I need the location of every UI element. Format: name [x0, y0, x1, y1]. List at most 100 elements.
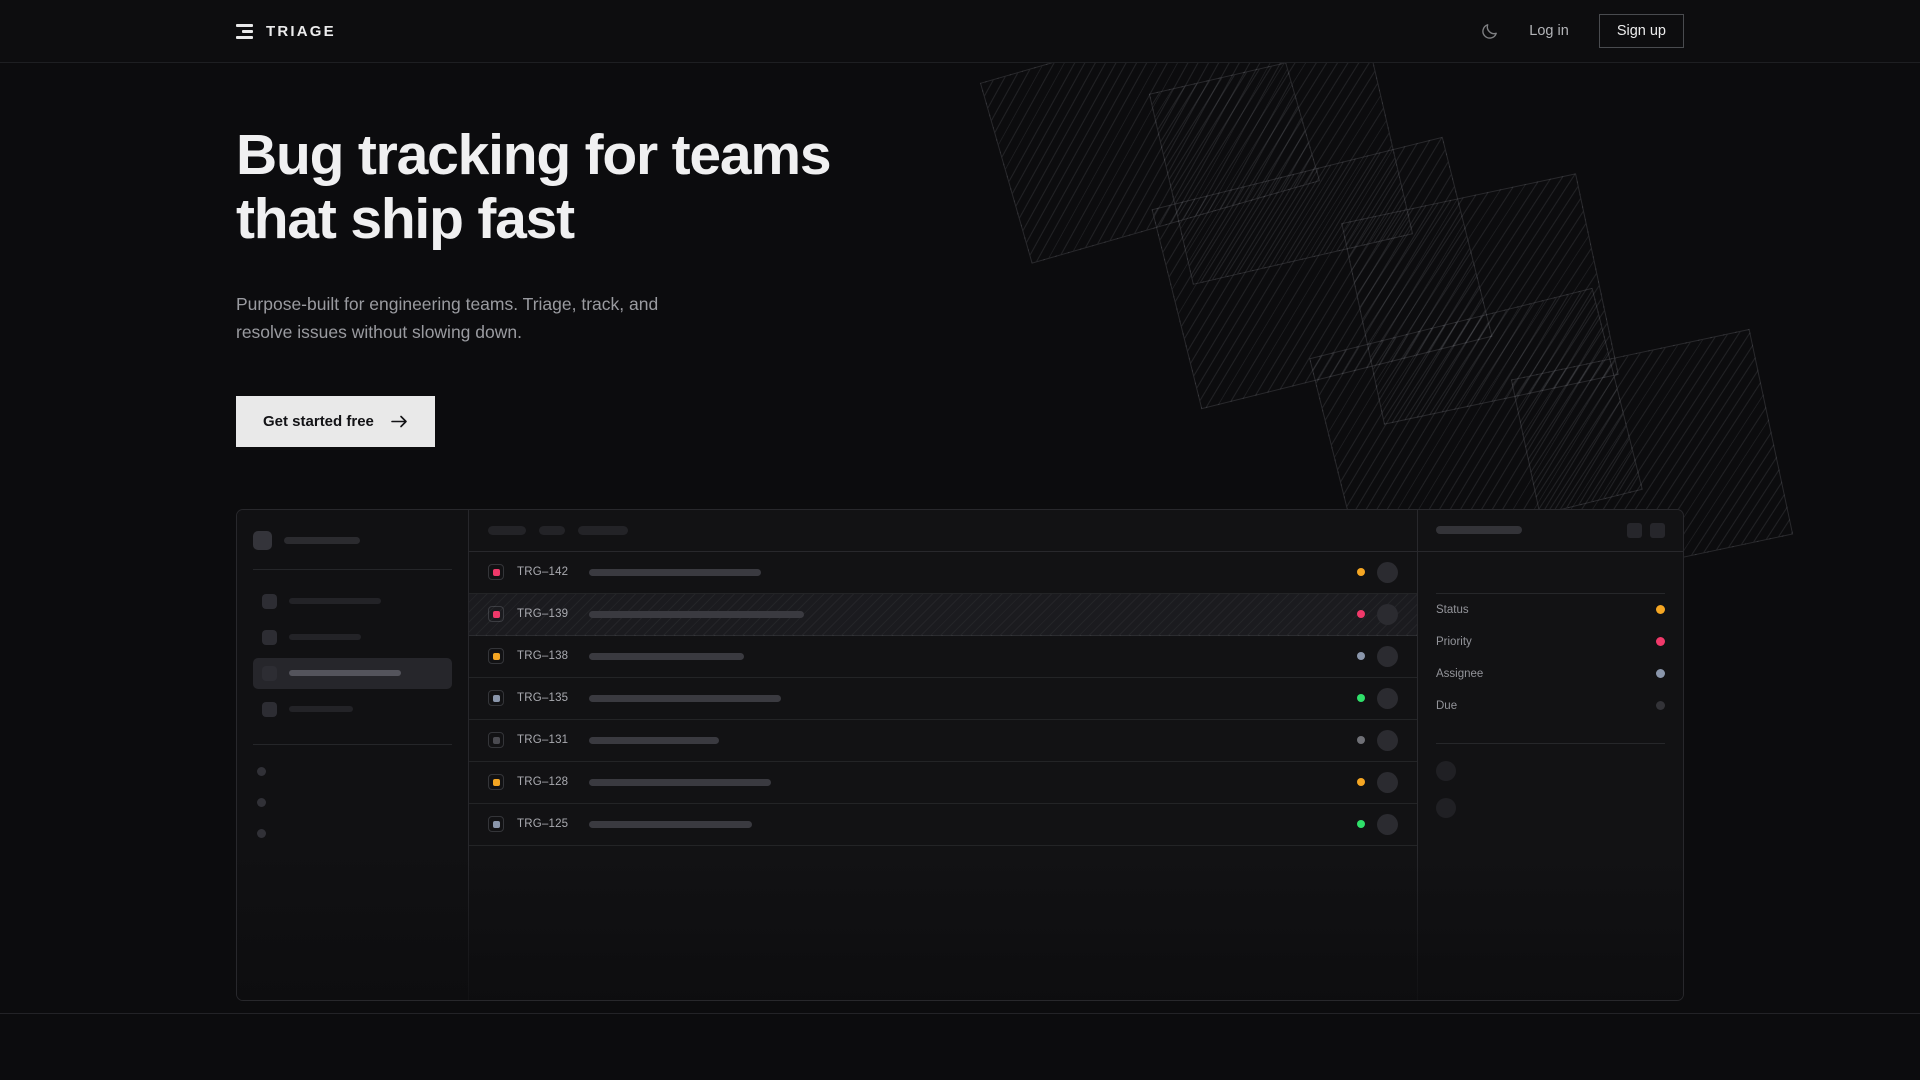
status-badge [1656, 605, 1665, 614]
assignee-badge [1656, 669, 1665, 678]
detail-meta-label: Due [1436, 699, 1458, 712]
sidebar-divider-bottom [253, 743, 452, 745]
table-row[interactable]: TRG–131 [469, 720, 1417, 762]
status-dot [1357, 694, 1365, 702]
login-link[interactable]: Log in [1529, 23, 1569, 39]
sidebar-project-chip-3[interactable] [257, 828, 266, 838]
sidebar-item-icon [262, 665, 277, 681]
issue-id: TRG–135 [517, 692, 569, 704]
detail-action-1-button[interactable] [1627, 522, 1642, 538]
signup-button[interactable]: Sign up [1598, 14, 1684, 48]
sidebar-item-icon [262, 593, 277, 609]
sidebar-item-3-active[interactable] [253, 657, 452, 689]
detail-panel-header [1418, 510, 1683, 552]
row-meta [1357, 729, 1398, 751]
status-dot [1357, 610, 1365, 618]
priority-badge [1656, 637, 1665, 646]
detail-meta-priority[interactable]: Priority [1436, 626, 1665, 658]
brand-logo[interactable]: TRIAGE [236, 23, 336, 40]
sidebar-item-icon [262, 701, 277, 717]
issue-title-placeholder [589, 820, 752, 828]
detail-meta-assignee[interactable]: Assignee [1436, 658, 1665, 690]
sidebar-item-label [289, 598, 381, 604]
detail-meta-due[interactable]: Due [1436, 690, 1665, 722]
priority-dot [492, 652, 500, 660]
filter-chip-1[interactable] [488, 525, 526, 535]
filter-chip-3[interactable] [578, 525, 628, 535]
comment-avatar-1 [1436, 760, 1456, 781]
status-dot [1357, 652, 1365, 660]
priority-dot [492, 610, 500, 618]
priority-indicator [488, 564, 504, 580]
priority-dot [492, 736, 500, 744]
stacked-bars-icon [236, 23, 253, 39]
detail-title-placeholder [1436, 526, 1522, 534]
priority-indicator [488, 774, 504, 790]
hero-headline: Bug tracking for teams that ship fast [236, 123, 832, 252]
comment-avatar-2 [1436, 797, 1456, 818]
priority-indicator [488, 648, 504, 664]
priority-dot [492, 778, 500, 786]
detail-panel-body: Status Priority Assignee Due [1418, 552, 1683, 818]
issue-title-placeholder [589, 652, 744, 660]
arrow-right-icon [391, 415, 407, 427]
sidebar-project-chip-2[interactable] [257, 797, 266, 807]
avatar [1377, 645, 1398, 667]
issue-title-placeholder [589, 610, 804, 618]
moon-icon[interactable] [1480, 22, 1499, 41]
row-meta [1357, 687, 1398, 709]
sidebar-item-2[interactable] [253, 622, 452, 653]
workspace-logo-icon [253, 530, 272, 550]
avatar [1377, 771, 1398, 793]
table-row[interactable]: TRG–135 [469, 678, 1417, 720]
avatar [1377, 687, 1398, 709]
row-meta [1357, 771, 1398, 793]
detail-meta-label: Assignee [1436, 667, 1484, 680]
priority-dot [492, 568, 500, 576]
sidebar-item-4[interactable] [253, 694, 452, 725]
table-row[interactable]: TRG–142 [469, 552, 1417, 594]
sidebar-item-1[interactable] [253, 586, 452, 617]
mock-sidebar [237, 509, 469, 1000]
product-screenshot-mockup: TRG–142 TRG–139 TRG–138 [236, 508, 1684, 1001]
sidebar-item-label [289, 670, 401, 676]
row-meta [1357, 645, 1398, 667]
mock-issue-list: TRG–142 TRG–139 TRG–138 [469, 509, 1417, 1000]
issue-title-placeholder [589, 694, 781, 702]
priority-dot [492, 694, 500, 702]
avatar [1377, 813, 1398, 835]
issue-title-placeholder [589, 778, 771, 786]
avatar [1377, 729, 1398, 751]
sidebar-divider-top [253, 568, 452, 570]
filter-chip-2[interactable] [539, 525, 565, 535]
detail-action-2-button[interactable] [1650, 522, 1665, 538]
issue-list-toolbar [469, 510, 1417, 552]
priority-indicator [488, 732, 504, 748]
table-row[interactable]: TRG–128 [469, 762, 1417, 804]
sidebar-project-chip-1[interactable] [257, 766, 266, 776]
sidebar-item-label [289, 634, 361, 640]
issue-id: TRG–138 [517, 650, 569, 662]
issue-id: TRG–139 [517, 608, 569, 620]
status-dot [1357, 820, 1365, 828]
get-started-button[interactable]: Get started free [236, 395, 435, 447]
row-meta [1357, 561, 1398, 583]
table-row[interactable]: TRG–138 [469, 636, 1417, 678]
status-dot [1357, 778, 1365, 786]
mock-sidebar-header[interactable] [253, 527, 452, 550]
detail-meta-label: Priority [1436, 635, 1472, 648]
row-meta [1357, 603, 1398, 625]
avatar [1377, 603, 1398, 625]
table-row[interactable]: TRG–125 [469, 804, 1417, 846]
due-badge [1656, 701, 1665, 710]
get-started-label: Get started free [263, 412, 374, 430]
detail-meta-status[interactable]: Status [1436, 594, 1665, 626]
mock-detail-panel: Status Priority Assignee Due [1417, 509, 1683, 1000]
issue-id: TRG–142 [517, 566, 569, 578]
issue-id: TRG–131 [517, 734, 569, 746]
top-navigation-bar: TRIAGE Log in Sign up [0, 0, 1920, 63]
priority-indicator [488, 816, 504, 832]
nav-actions: Log in Sign up [1480, 14, 1684, 48]
table-row[interactable]: TRG–139 [469, 593, 1417, 636]
detail-meta-label: Status [1436, 603, 1469, 616]
